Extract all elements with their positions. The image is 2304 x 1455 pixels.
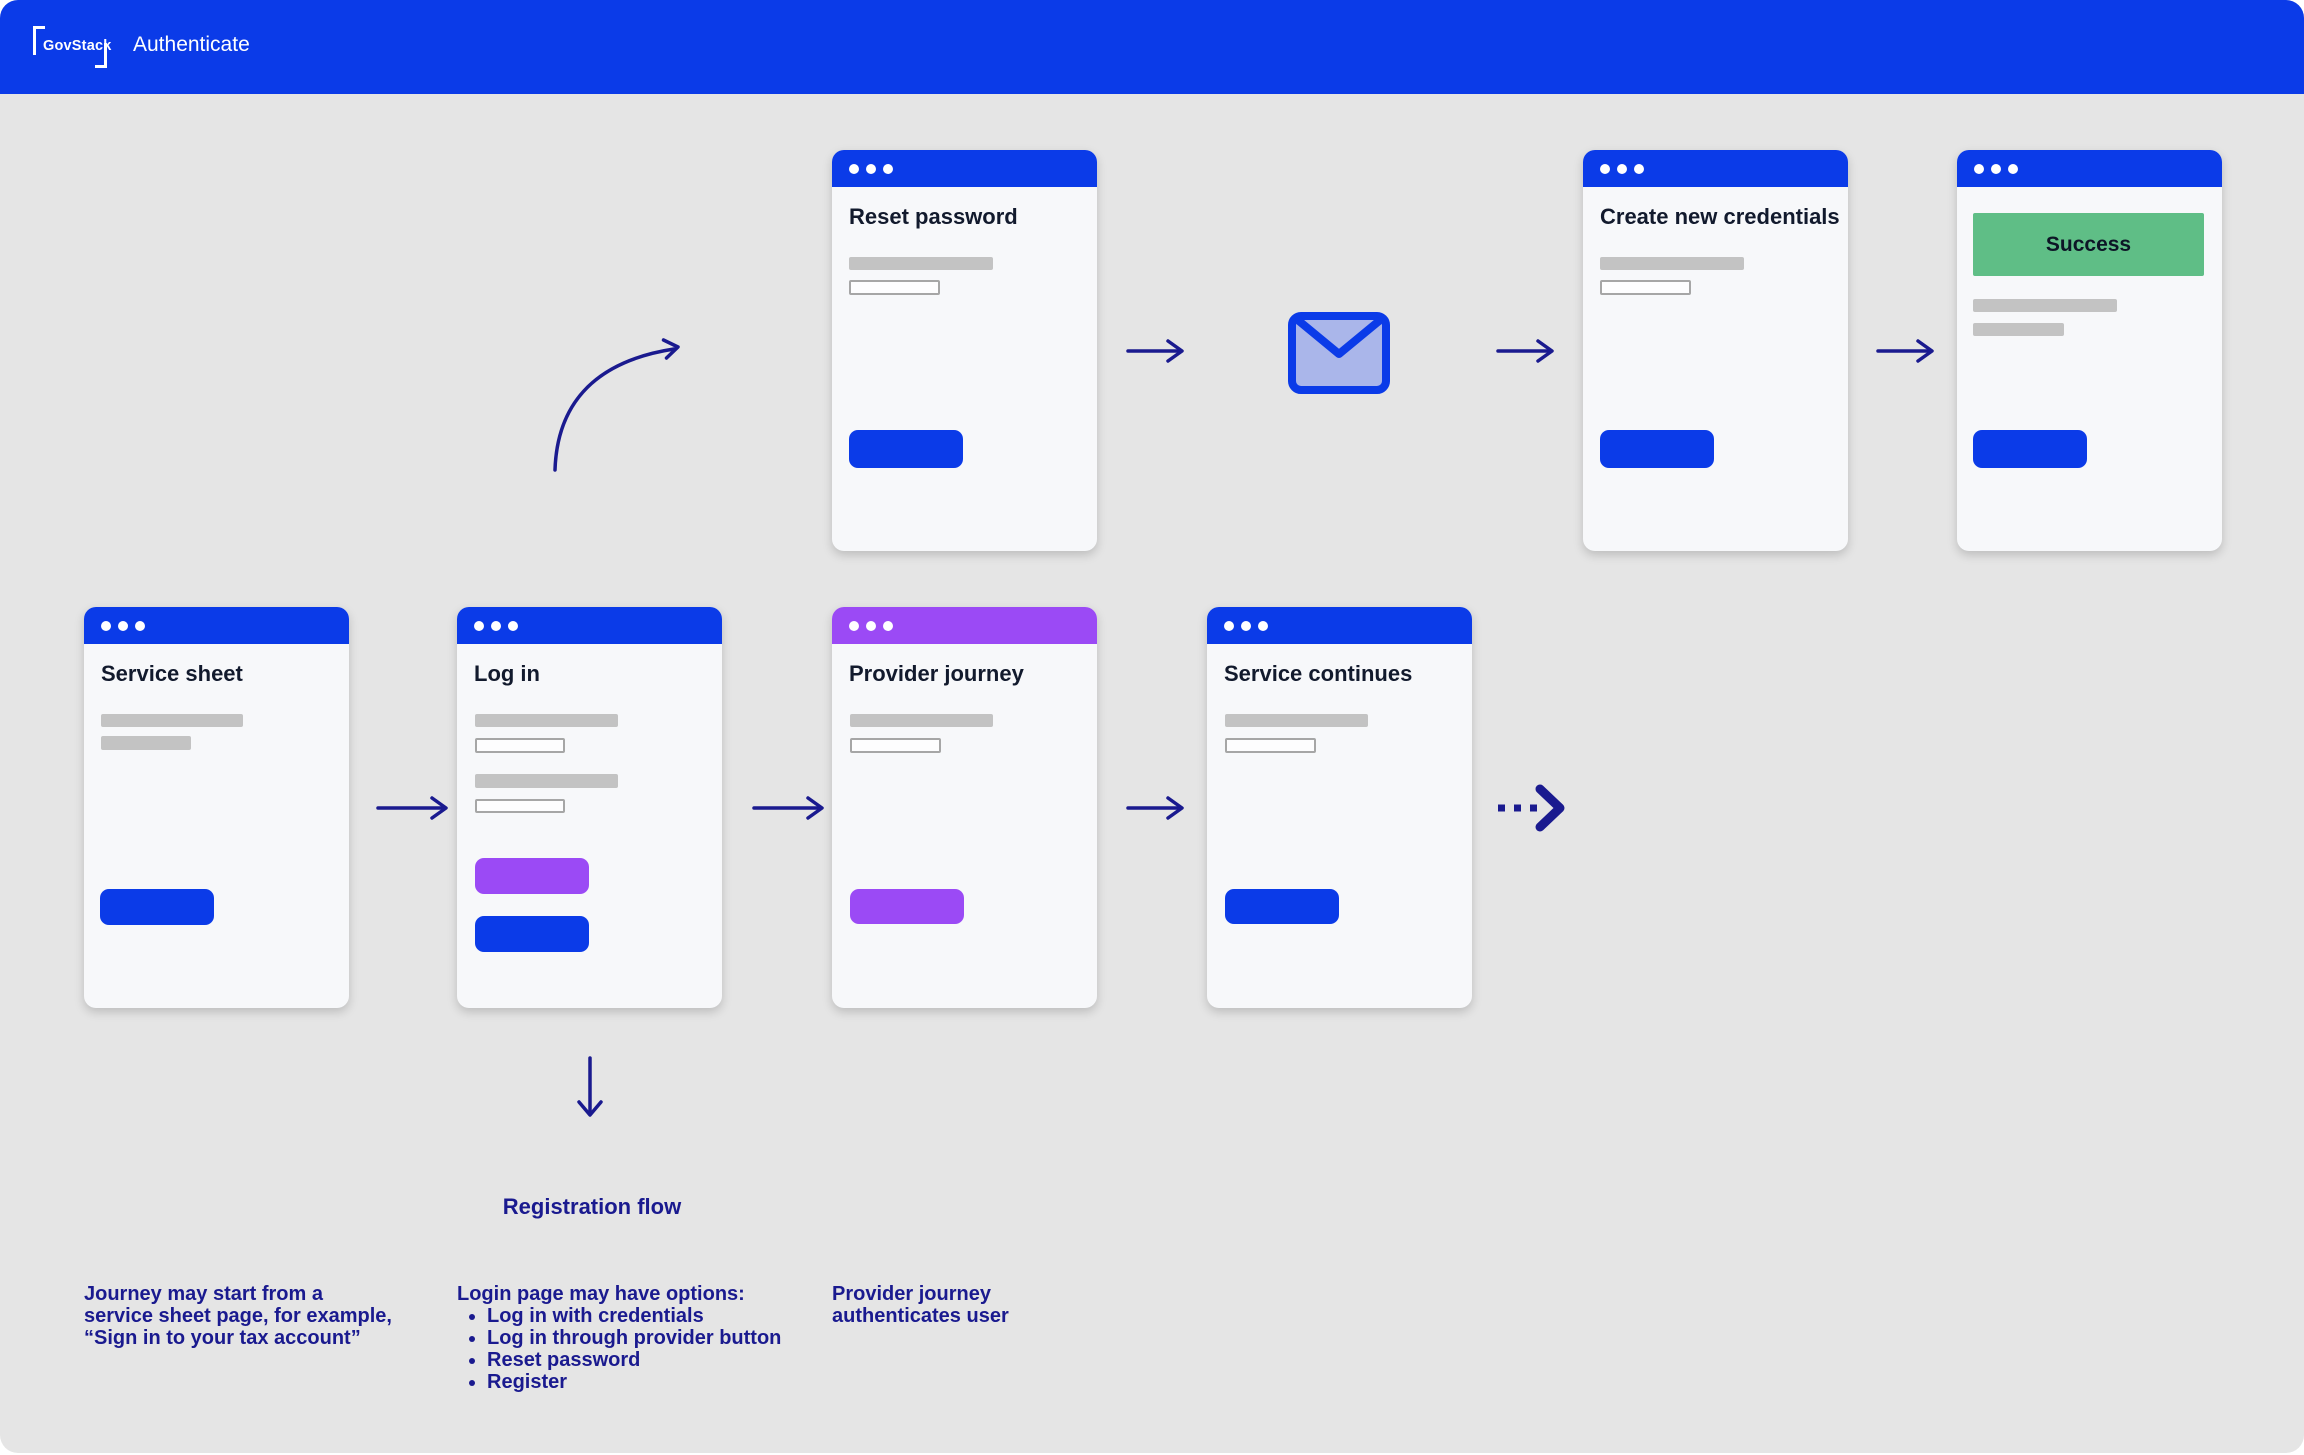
arrow-right-icon [752, 796, 824, 820]
browser-card-success: Success [1957, 150, 2222, 551]
annotation-heading: Login page may have options: [457, 1283, 745, 1305]
page-title: Authenticate [133, 33, 250, 56]
text-placeholder-bar [475, 774, 618, 788]
app-header: GovStack Authenticate [0, 0, 2304, 94]
window-dots-icon [1258, 620, 1268, 631]
login-option-item: Log in with credentials [487, 1305, 827, 1327]
text-placeholder-bar [475, 714, 618, 727]
logo-text: GovStack [43, 38, 112, 54]
annotation-line: authenticates user [832, 1305, 1009, 1327]
annotation-line: “Sign in to your tax account” [84, 1327, 361, 1349]
input-field[interactable] [1225, 738, 1316, 753]
text-placeholder-bar [1973, 323, 2064, 336]
window-dots-icon [1224, 620, 1234, 631]
arrow-right-icon [1126, 796, 1184, 820]
annotation-login-options: Login page may have options: Log in with… [457, 1283, 827, 1393]
input-field[interactable] [1600, 280, 1691, 295]
primary-button[interactable] [475, 916, 589, 952]
primary-button[interactable] [1973, 430, 2087, 468]
window-dots-icon [849, 163, 859, 174]
curved-arrow-icon [553, 338, 680, 472]
text-placeholder-bar [849, 257, 993, 270]
window-dots-icon [491, 620, 501, 631]
login-options-list: Log in with credentials Log in through p… [457, 1305, 827, 1393]
window-dots-icon [508, 620, 518, 631]
window-dots-icon [883, 620, 893, 631]
annotation-line: service sheet page, for example, [84, 1305, 392, 1327]
arrow-right-icon [1496, 339, 1554, 363]
window-dots-icon [101, 620, 111, 631]
provider-button[interactable] [850, 889, 964, 924]
browser-card-service-sheet: Service sheet [84, 607, 349, 1008]
login-option-item: Register [487, 1371, 827, 1393]
window-titlebar [1583, 150, 1848, 187]
text-placeholder-bar [101, 736, 191, 750]
input-field[interactable] [850, 738, 941, 753]
window-dots-icon [1634, 163, 1644, 174]
card-title: Create new credentials [1600, 204, 1840, 229]
input-field[interactable] [475, 738, 565, 753]
login-option-item: Reset password [487, 1349, 827, 1371]
window-dots-icon [135, 620, 145, 631]
input-field[interactable] [849, 280, 940, 295]
window-titlebar [832, 150, 1097, 187]
arrow-right-icon [376, 796, 448, 820]
browser-card-provider-journey: Provider journey [832, 607, 1097, 1008]
card-title: Log in [474, 661, 540, 686]
card-title: Reset password [849, 204, 1018, 229]
annotation-line: Journey may start from a [84, 1283, 323, 1305]
primary-button[interactable] [1225, 889, 1339, 924]
window-titlebar [457, 607, 722, 644]
browser-card-create-credentials: Create new credentials [1583, 150, 1848, 551]
window-dots-icon [849, 620, 859, 631]
provider-login-button[interactable] [475, 858, 589, 894]
browser-card-service-continues: Service continues [1207, 607, 1472, 1008]
window-dots-icon [1600, 163, 1610, 174]
primary-button[interactable] [849, 430, 963, 468]
window-titlebar [1957, 150, 2222, 187]
card-title: Provider journey [849, 661, 1024, 686]
govstack-logo: GovStack [33, 26, 111, 68]
window-dots-icon [1241, 620, 1251, 631]
browser-card-reset-password: Reset password [832, 150, 1097, 551]
logo-bracket-top-left [33, 26, 45, 55]
window-dots-icon [866, 620, 876, 631]
window-dots-icon [2008, 163, 2018, 174]
text-placeholder-bar [850, 714, 993, 727]
card-title: Service sheet [101, 661, 243, 686]
arrow-down-icon [577, 1056, 603, 1117]
text-placeholder-bar [1600, 257, 1744, 270]
window-dots-icon [1991, 163, 2001, 174]
window-dots-icon [474, 620, 484, 631]
primary-button[interactable] [1600, 430, 1714, 468]
text-placeholder-bar [1973, 299, 2117, 312]
text-placeholder-bar [101, 714, 243, 727]
mail-icon [1288, 312, 1390, 394]
primary-button[interactable] [100, 889, 214, 925]
logo-bracket-bottom-right [95, 43, 107, 68]
window-titlebar [84, 607, 349, 644]
window-dots-icon [1617, 163, 1627, 174]
browser-card-log-in: Log in [457, 607, 722, 1008]
annotation-provider-auth: Provider journey authenticates user [832, 1283, 1132, 1327]
window-dots-icon [866, 163, 876, 174]
text-placeholder-bar [1225, 714, 1368, 727]
window-titlebar [1207, 607, 1472, 644]
window-dots-icon [1974, 163, 1984, 174]
dashed-arrow-icon [1498, 784, 1565, 832]
window-titlebar [832, 607, 1097, 644]
arrow-right-icon [1876, 339, 1934, 363]
card-title: Service continues [1224, 661, 1413, 686]
input-field[interactable] [475, 799, 565, 813]
registration-flow-label: Registration flow [502, 1194, 682, 1219]
window-dots-icon [118, 620, 128, 631]
annotation-journey-start: Journey may start from a service sheet p… [84, 1283, 414, 1349]
annotation-line: Provider journey [832, 1283, 991, 1305]
window-dots-icon [883, 163, 893, 174]
arrow-right-icon [1126, 339, 1184, 363]
success-banner: Success [1973, 213, 2204, 276]
login-option-item: Log in through provider button [487, 1327, 827, 1349]
